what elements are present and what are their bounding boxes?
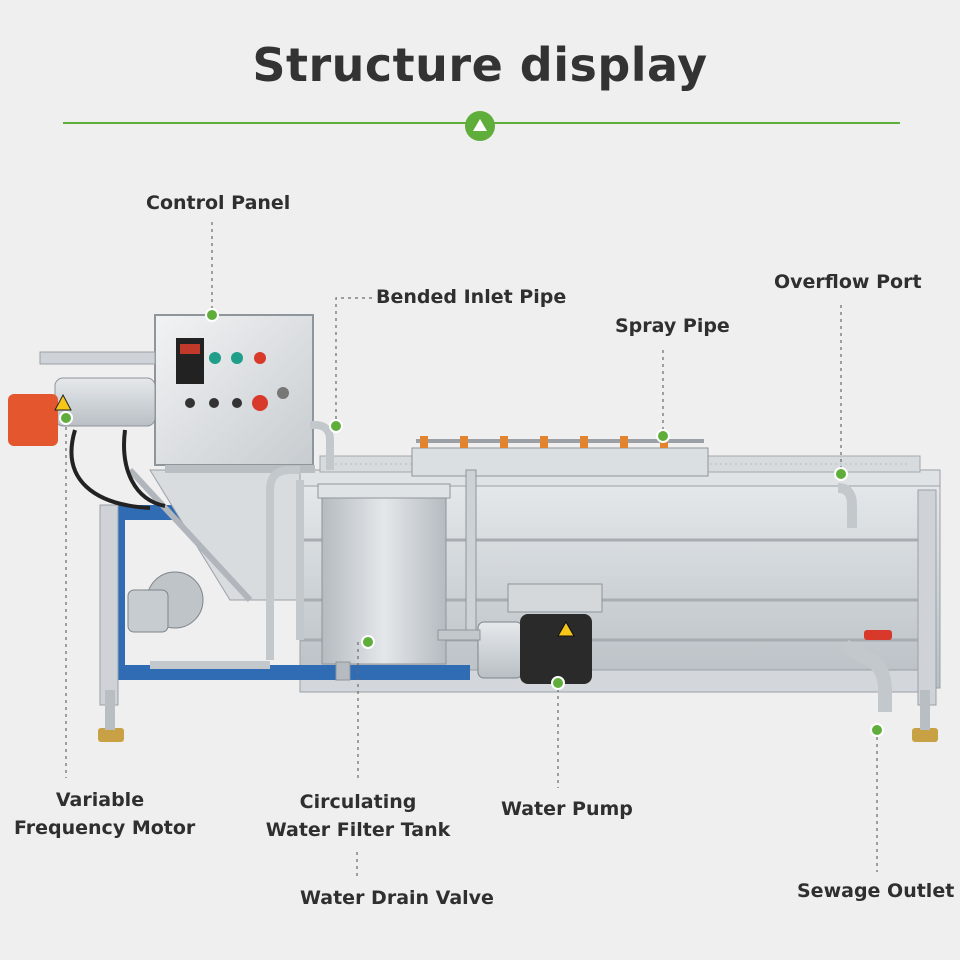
label-sewage-outlet: Sewage Outlet	[797, 880, 955, 902]
spray-feed-pipe	[465, 469, 477, 641]
air-blower	[127, 571, 204, 633]
label-water-drain-valve: Water Drain Valve	[300, 887, 494, 909]
callout-dots	[59, 308, 884, 737]
water-pump-unit	[437, 583, 603, 684]
label-variable-frequency-motor: Variable Frequency Motor	[14, 786, 196, 842]
label-overflow-port: Overflow Port	[774, 271, 922, 293]
overflow-port-pipe	[837, 483, 857, 528]
bended-inlet-pipes	[150, 421, 334, 669]
motor-label-line1: Variable	[55, 789, 145, 811]
variable-frequency-motor	[8, 351, 166, 510]
label-circulating-water-filter-tank: Circulating Water Filter Tank	[258, 788, 458, 844]
tank-label-line1: Circulating	[299, 791, 417, 813]
label-control-panel: Control Panel	[146, 192, 291, 214]
motor-label-line2: Frequency Motor	[14, 817, 196, 839]
machine-feet	[98, 690, 938, 742]
circulating-water-filter-tank	[317, 483, 451, 681]
tank-label-line2: Water Filter Tank	[265, 819, 451, 841]
label-spray-pipe: Spray Pipe	[615, 315, 730, 337]
spray-pipe-rack	[411, 436, 709, 477]
control-panel-box	[154, 314, 315, 473]
sewage-outlet-pipe	[841, 630, 892, 712]
label-water-pump: Water Pump	[501, 798, 633, 820]
up-triangle-icon	[465, 111, 495, 141]
callout-leaders	[65, 222, 878, 880]
label-bended-inlet-pipe: Bended Inlet Pipe	[376, 286, 567, 308]
page-title: Structure display	[252, 38, 708, 92]
feeder-frame	[99, 467, 937, 706]
